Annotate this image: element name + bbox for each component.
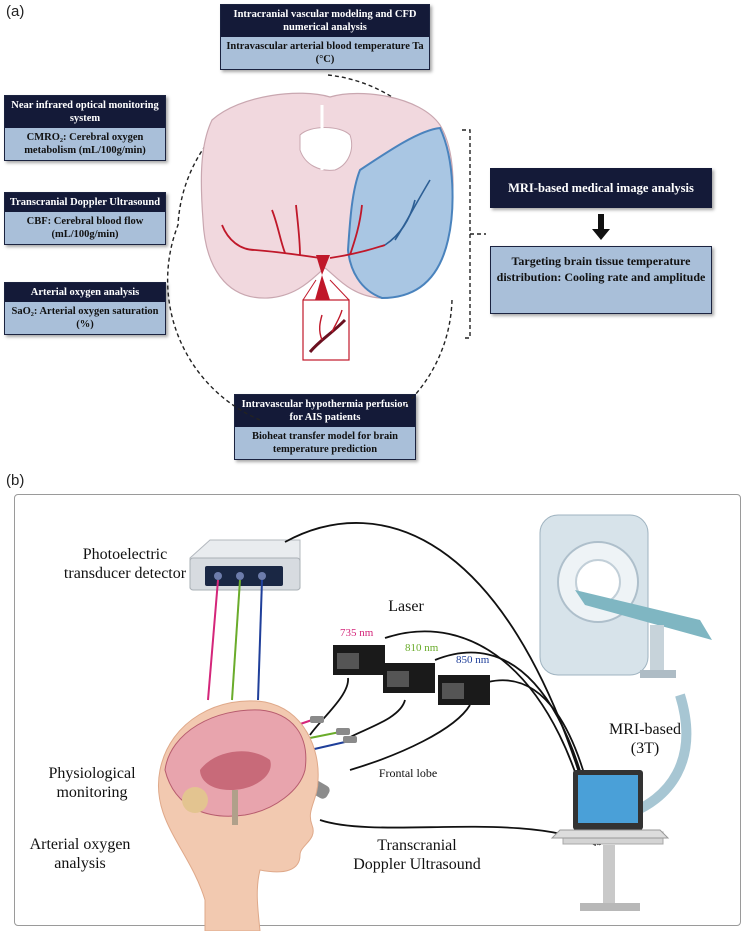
cmro2-label: CMRO₂: Cerebral oxygen metabolism (mL/10… [24,132,146,156]
cbf-label: CBF: Cerebral blood flow (mL/100g/min) [26,216,144,240]
wavelength-810: 810 nm [405,642,439,654]
hypothermia-box: Intravascular hypothermia perfusion for … [234,394,416,460]
arterial-oxygen-box: Arterial oxygen analysis SaO₂: Arterial … [4,282,166,335]
nir-monitoring-box: Near infrared optical monitoring system … [4,95,166,161]
nir-header: Near infrared optical monitoring system [5,96,165,128]
arterial-oxygen-header: Arterial oxygen analysis [5,283,165,302]
panel-b-label: (b) [6,472,25,489]
target-temperature-box: Targeting brain tissue temperature distr… [490,246,712,314]
blood-temperature-label: Intravascular arterial blood temperature… [226,41,424,65]
panel-b-frame [14,494,741,926]
panel-b-graphics [158,514,712,931]
frontal-lobe-label: Frontal lobe [378,766,438,780]
panel-a-graphics [166,74,610,421]
sao2-label: SaO₂: Arterial oxygen saturation (%) [11,306,159,330]
detector-label: Photoelectric transducer detector [63,546,187,582]
wavelength-850: 850 nm [456,654,490,666]
detector-device-icon [189,539,301,591]
panel-a-label: (a) [6,3,25,20]
mri-3t-label: MRI-based (3T) [609,721,681,757]
hypothermia-header: Intravascular hypothermia perfusion for … [235,395,415,427]
down-arrow [592,214,610,240]
wavelength-735: 735 nm [340,627,374,639]
bioheat-label: Bioheat transfer model for brain tempera… [251,431,398,455]
laptop-workstation-icon [550,770,670,911]
cfd-analysis-header: Intracranial vascular modeling and CFD n… [221,5,429,37]
cfd-analysis-box: Intracranial vascular modeling and CFD n… [220,4,430,70]
physiological-label: Physiological monitoring [48,765,136,801]
laser-units-icon [333,645,490,705]
mri-scanner-icon [539,514,712,678]
arterial-oxygen-label: Arterial oxygen analysis [29,836,131,872]
tcd-header: Transcranial Doppler Ultrasound [5,193,165,212]
tcd-label: Transcranial Doppler Ultrasound [353,837,481,873]
head-brain-icon [158,700,319,931]
brain-coronal-icon [200,92,454,361]
tcd-box: Transcranial Doppler Ultrasound CBF: Cer… [4,192,166,245]
mri-analysis-title: MRI-based medical image analysis [490,168,712,208]
laser-label: Laser [388,598,424,615]
bracket-connector [462,129,486,339]
